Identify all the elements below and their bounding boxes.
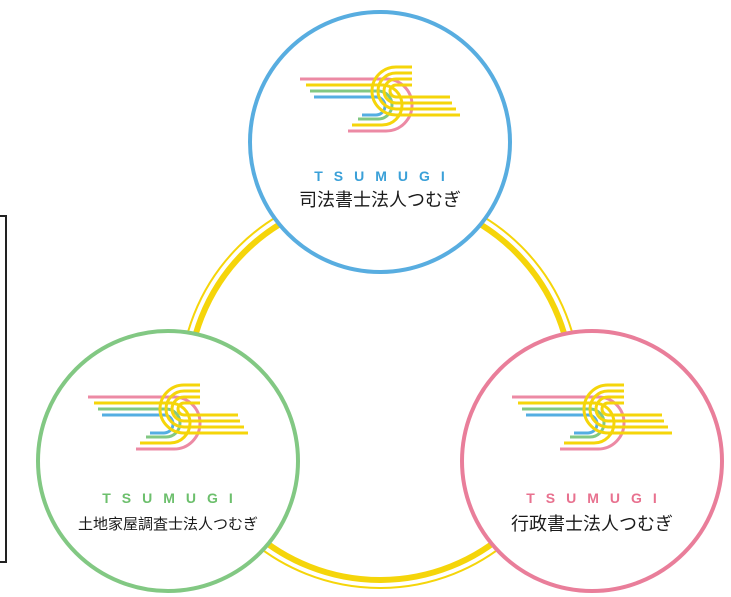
- firm-gyosei-circle: [460, 329, 724, 593]
- firm-tochi-brand: TSUMUGI: [102, 490, 244, 506]
- firm-gyosei-brand: TSUMUGI: [526, 490, 668, 506]
- left-bracket-frame: [0, 215, 7, 563]
- firm-gyosei: [460, 329, 724, 593]
- firm-tochi-circle: [36, 329, 300, 593]
- firm-shiho-name: 司法書士法人つむぎ: [299, 190, 461, 211]
- firm-tochi: [36, 329, 300, 593]
- firm-shiho-circle: [248, 10, 512, 274]
- firm-tochi-name: 土地家屋調査士法人つむぎ: [77, 515, 258, 533]
- firm-shiho: [248, 10, 512, 274]
- firm-shiho-brand: TSUMUGI: [314, 168, 456, 184]
- firm-gyosei-name: 行政書士法人つむぎ: [511, 514, 673, 535]
